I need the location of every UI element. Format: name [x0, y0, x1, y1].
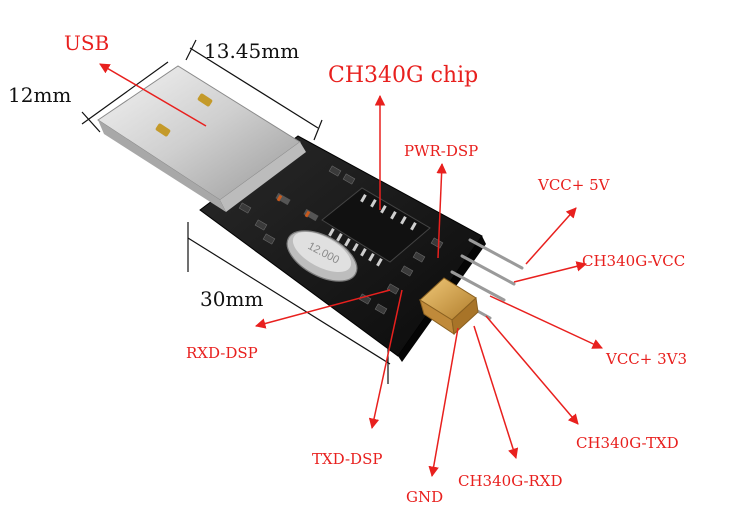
ch340g-chip	[321, 187, 431, 267]
dim-usb-width-line	[81, 61, 169, 125]
crystal-oscillator: 12.000	[286, 230, 358, 282]
usb-contact-hole-1	[197, 93, 213, 107]
label-ch340g-txd: CH340G-TXD	[576, 434, 679, 452]
label-vcc5v: VCC+ 5V	[537, 176, 611, 194]
arrow-rxd-dsp	[254, 289, 391, 329]
arrow-gnd	[428, 327, 459, 478]
label-pwr-dsp: PWR-DSP	[404, 142, 478, 160]
arrow-txd-dsp	[368, 289, 403, 430]
label-txd-dsp: TXD-DSP	[312, 450, 382, 468]
dim-usb-length-line	[189, 47, 319, 129]
usb-contact-hole-2	[155, 123, 171, 137]
arrow-vcc5v	[525, 207, 577, 265]
label-usb: USB	[64, 31, 109, 55]
dimension-lines	[81, 39, 391, 384]
label-ch340g-rxd: CH340G-RXD	[458, 472, 563, 490]
dim-board-length-line	[187, 237, 391, 365]
label-gnd: GND	[406, 488, 443, 506]
label-dim-usb-length: 13.45mm	[204, 39, 299, 63]
pointer-arrows	[99, 63, 603, 478]
arrow-ch340g-txd	[485, 315, 579, 425]
label-vcc3v3: VCC+ 3V3	[605, 350, 687, 368]
label-dim-board-length: 30mm	[200, 287, 263, 311]
arrow-ch340g-rxd	[473, 325, 519, 460]
labels: USB CH340G chip PWR-DSP VCC+ 5V CH340G-V…	[8, 31, 687, 506]
usb-connector	[97, 65, 306, 212]
arrow-ch340g-vcc	[513, 261, 588, 283]
arrow-usb	[99, 63, 207, 127]
module-illustration: 12.000	[97, 65, 524, 362]
label-rxd-dsp: RXD-DSP	[186, 344, 258, 362]
label-ch340g-vcc: CH340G-VCC	[582, 252, 685, 270]
jumper-cap	[419, 277, 479, 336]
label-chip: CH340G chip	[328, 63, 478, 88]
arrow-pwr-dsp	[436, 162, 447, 259]
arrow-vcc3v3	[489, 295, 603, 349]
label-dim-usb-width: 12mm	[8, 83, 71, 107]
